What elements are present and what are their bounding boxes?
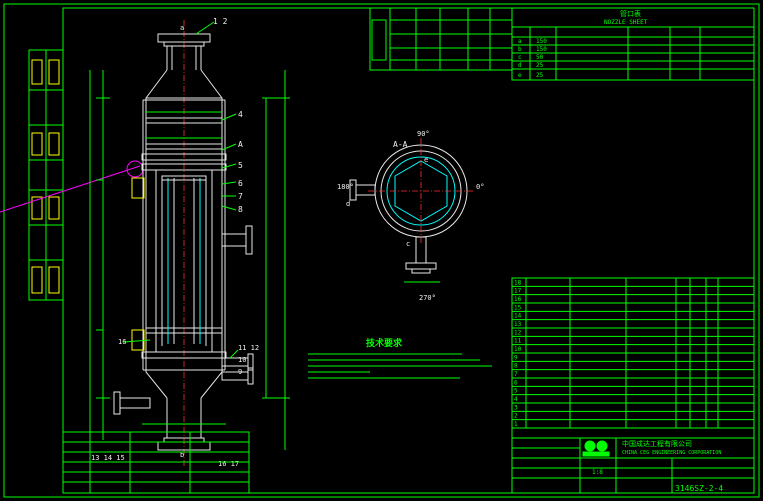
bom-item-number: 3: [514, 404, 518, 411]
label-part-8: 8: [238, 205, 243, 214]
nozzle-row-dn: 150: [536, 38, 547, 45]
technical-requirements: 技术要求: [308, 337, 492, 379]
company-name-cn: 中国成达工程有限公司: [622, 439, 692, 448]
label-part-1617: 16 17: [218, 460, 239, 468]
bom-item-number: 18: [514, 279, 522, 286]
bom-item-number: 1: [514, 421, 518, 428]
bom-item-number: 5: [514, 388, 518, 395]
nozzle-row-mark: e: [518, 72, 522, 79]
revision-table: [62, 431, 250, 494]
nozzle-row-mark: a: [518, 38, 522, 45]
company-name-en: CHINA CEG ENGINEERING CORPORATION: [622, 450, 721, 456]
drawing-scale: 1:8: [592, 469, 603, 476]
design-data-table: [369, 7, 513, 71]
label-part-16: 16: [118, 338, 126, 346]
label-part-5: 5: [238, 161, 243, 170]
bom-item-number: 8: [514, 363, 518, 370]
label-mark-b: b: [180, 451, 184, 459]
left-margin-table: [28, 49, 64, 301]
nozzle-row-mark: d: [518, 62, 522, 69]
bom-item-number: 2: [514, 413, 518, 420]
nozzle-row-dn: 25: [536, 72, 544, 79]
outer-frame: [3, 3, 760, 498]
nozzle-schedule: 管口表 NOZZLE SHEET a 150 b 150 c 50 d 25 e…: [511, 7, 755, 81]
label-mark-c: c: [406, 240, 410, 248]
label-part-10: 10: [238, 356, 246, 364]
label-angle-90: 90°: [417, 130, 430, 138]
label-part-9: 9: [238, 368, 242, 376]
bom-item-number: 6: [514, 379, 518, 386]
bom-item-number: 7: [514, 371, 518, 378]
drawing-number: 3146SZ-2-4: [675, 484, 723, 493]
nozzle-row-mark: b: [518, 46, 522, 53]
bom-item-number: 15: [514, 304, 522, 311]
nozzle-row-dn: 25: [536, 62, 544, 69]
label-angle-270: 270°: [419, 294, 436, 302]
section-aa-view: A-A 0° 90° 180° 270° c d e: [337, 130, 484, 302]
label-mark-d: d: [346, 200, 350, 208]
bom-item-number: 16: [514, 296, 522, 303]
label-part-4: 4: [238, 110, 243, 119]
label-part-A: A: [238, 140, 243, 149]
bom-item-number: 9: [514, 354, 518, 361]
requirements-title: 技术要求: [366, 337, 403, 349]
part-labels: 1 2 4 A 5 6 7 8 16 11 12 10 9 13 14 15 1…: [91, 17, 259, 468]
label-mark-a: a: [180, 24, 184, 32]
bom-item-number: 14: [514, 313, 522, 320]
nozzle-title-cn: 管口表: [620, 9, 641, 18]
external-leader-line: [0, 165, 141, 213]
label-angle-0: 0°: [476, 183, 484, 191]
nozzle-row-dn: 150: [536, 46, 547, 53]
vessel-elevation-view: [89, 21, 290, 451]
label-part-131415: 13 14 15: [91, 454, 125, 462]
nozzle-row-mark: c: [518, 54, 522, 61]
label-part-1112: 11 12: [238, 344, 259, 352]
bom-item-number: 10: [514, 346, 522, 353]
bom-item-number: 4: [514, 396, 518, 403]
label-part-7: 7: [238, 192, 243, 201]
title-block: 中国成达工程有限公司 CHINA CEG ENGINEERING CORPORA…: [511, 427, 755, 494]
bom-item-number: 13: [514, 321, 522, 328]
bom-item-number: 12: [514, 329, 522, 336]
bom-item-number: 17: [514, 288, 522, 295]
label-view-aa: A-A: [393, 140, 408, 149]
label-angle-180: 180°: [337, 183, 354, 191]
label-part-12: 1 2: [213, 17, 228, 26]
bom-item-number: 11: [514, 338, 522, 345]
nozzle-title-en: NOZZLE SHEET: [604, 19, 648, 26]
company-logo: [582, 440, 610, 457]
label-mark-e: e: [424, 156, 428, 164]
label-part-6: 6: [238, 179, 243, 188]
nozzle-row-dn: 50: [536, 54, 544, 61]
